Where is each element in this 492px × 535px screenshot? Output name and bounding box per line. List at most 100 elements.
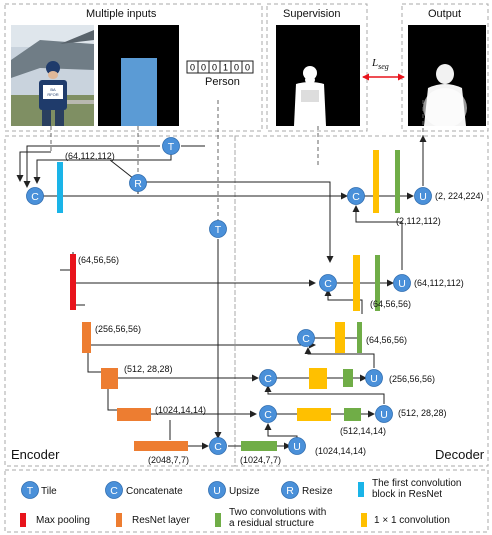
op-concat-d4-circle	[319, 274, 337, 292]
shape-d4: (64,56,56)	[370, 299, 412, 309]
twoconv-block-d4	[375, 255, 380, 311]
shape-d5: (2,112,112)	[396, 216, 441, 226]
solid-routes	[16, 135, 427, 450]
op-resize-letter: R	[134, 178, 142, 190]
op-tile-top-circle	[162, 137, 180, 155]
resnet-layer-1	[82, 322, 91, 353]
legend-concat-icon-letter: C	[110, 485, 118, 497]
legend-tile-icon-letter: T	[27, 485, 34, 497]
onehot-digit: 0	[245, 63, 250, 73]
op-tile-top-letter: T	[168, 141, 175, 153]
legend-concat-icon-circle	[105, 481, 123, 499]
supervision-panel-frame	[266, 3, 368, 132]
legend-conv1x1: 1 × 1 convolution	[374, 515, 450, 526]
op-concat-d1-circle	[259, 405, 277, 423]
op-concat-d1-letter: C	[264, 409, 272, 421]
legend-tile-icon-circle	[21, 481, 39, 499]
onehot-digit: 1	[223, 63, 228, 73]
op-concat-enc-letter: C	[31, 191, 39, 203]
op-tile-mid-letter: T	[215, 224, 222, 236]
legend-first-conv: The first convolution block in ResNet	[372, 478, 462, 500]
onehot-digit: 0	[190, 63, 195, 73]
conv1x1-block-d5	[373, 150, 379, 213]
conv1x1-block-d2	[309, 368, 327, 389]
decoder-frame	[234, 135, 489, 467]
op-concat-d3-letter: C	[302, 333, 310, 345]
first-conv-block	[57, 162, 63, 213]
resnet-layer-3	[117, 408, 151, 421]
op-concat-d2-letter: C	[264, 373, 272, 385]
op-resize-circle	[129, 174, 147, 192]
legend-red-swatch	[20, 513, 26, 527]
twoconv-block-d5	[395, 150, 400, 213]
legend-upsize-icon-letter: U	[213, 485, 221, 497]
legend-green-swatch	[215, 513, 221, 527]
op-upsize-d2-circle	[365, 369, 383, 387]
output-mask	[408, 25, 486, 128]
decoder-label: Decoder	[435, 447, 485, 462]
resnet-layer-2	[101, 368, 118, 389]
legend-resize-icon-circle	[281, 481, 299, 499]
onehot-label: Person	[205, 76, 240, 88]
input-photo: BA RFOR	[11, 25, 94, 126]
op-upsize-d0-circle	[288, 437, 306, 455]
output-panel-frame	[401, 3, 489, 132]
legend-orange-swatch	[116, 513, 122, 527]
op-concat-d2-circle	[259, 369, 277, 387]
op-upsize-d2-letter: U	[370, 373, 378, 385]
op-concat-d5-letter: C	[352, 191, 360, 203]
resnet-layer-4	[134, 441, 188, 451]
legend-upsize-icon-circle	[208, 481, 226, 499]
encoder-label: Encoder	[11, 447, 60, 462]
legend-resize-icon-letter: R	[286, 485, 294, 497]
shape-e3: (256,56,56)	[95, 324, 142, 334]
op-upsize-d1-circle	[375, 405, 393, 423]
twoconv-block-d0	[241, 441, 277, 451]
shape-e1: (64,112,112)	[65, 151, 115, 161]
op-upsize-d5-letter: U	[419, 191, 427, 203]
inputs-panel-title: Multiple inputs	[86, 8, 157, 20]
loss-label: Lseg	[372, 57, 389, 72]
output-panel-title: Output	[428, 8, 462, 20]
legend-resize: Resize	[302, 486, 333, 497]
conv1x1-block-d4	[353, 255, 360, 311]
legend-twoconv: Two convolutions with a residual structu…	[229, 507, 327, 529]
shape-d3: (64,56,56)	[366, 335, 408, 345]
op-upsize-d4-circle	[393, 274, 411, 292]
shape-d0: (1024,7,7)	[240, 455, 282, 465]
legend-concat: Concatenate	[126, 486, 183, 497]
onehot-cell	[241, 60, 254, 74]
twoconv-block-d2	[343, 369, 353, 387]
shape-d2u: (256,56,56)	[389, 374, 436, 384]
legend-tile: Tile	[41, 486, 57, 497]
legend-resnet: ResNet layer	[132, 515, 190, 526]
legend-frame	[4, 469, 489, 533]
conv1x1-block-d3	[335, 322, 345, 353]
onehot-digit: 0	[201, 63, 206, 73]
box-mask-region	[121, 58, 157, 126]
shape-e4: (512, 28,28)	[124, 364, 173, 374]
input-box-mask	[98, 25, 179, 126]
supervision-mask	[276, 25, 360, 126]
svg-text:RFOR: RFOR	[47, 92, 58, 97]
op-upsize-d1-letter: U	[380, 409, 388, 421]
legend-upsize: Upsize	[229, 486, 260, 497]
legend-yellow-swatch	[361, 513, 367, 527]
legend-maxpool: Max pooling	[36, 515, 90, 526]
twoconv-block-d3	[357, 322, 362, 353]
supervision-panel-title: Supervision	[283, 8, 341, 20]
shape-e6: (2048,7,7)	[148, 455, 190, 465]
op-tile-mid-circle	[209, 220, 227, 238]
shape-e5: (1024,14,14)	[155, 405, 207, 415]
legend-graphics	[20, 482, 367, 527]
shape-d1u: (512, 28,28)	[398, 408, 447, 418]
twoconv-block-d1	[344, 408, 361, 421]
shape-d0u: (1024,14,14)	[315, 446, 367, 456]
onehot-digit: 0	[234, 63, 239, 73]
op-concat-d5-circle	[347, 187, 365, 205]
shape-d1: (512,14,14)	[340, 426, 387, 436]
op-upsize-d5-circle	[414, 187, 432, 205]
op-upsize-d0-letter: U	[293, 441, 301, 453]
